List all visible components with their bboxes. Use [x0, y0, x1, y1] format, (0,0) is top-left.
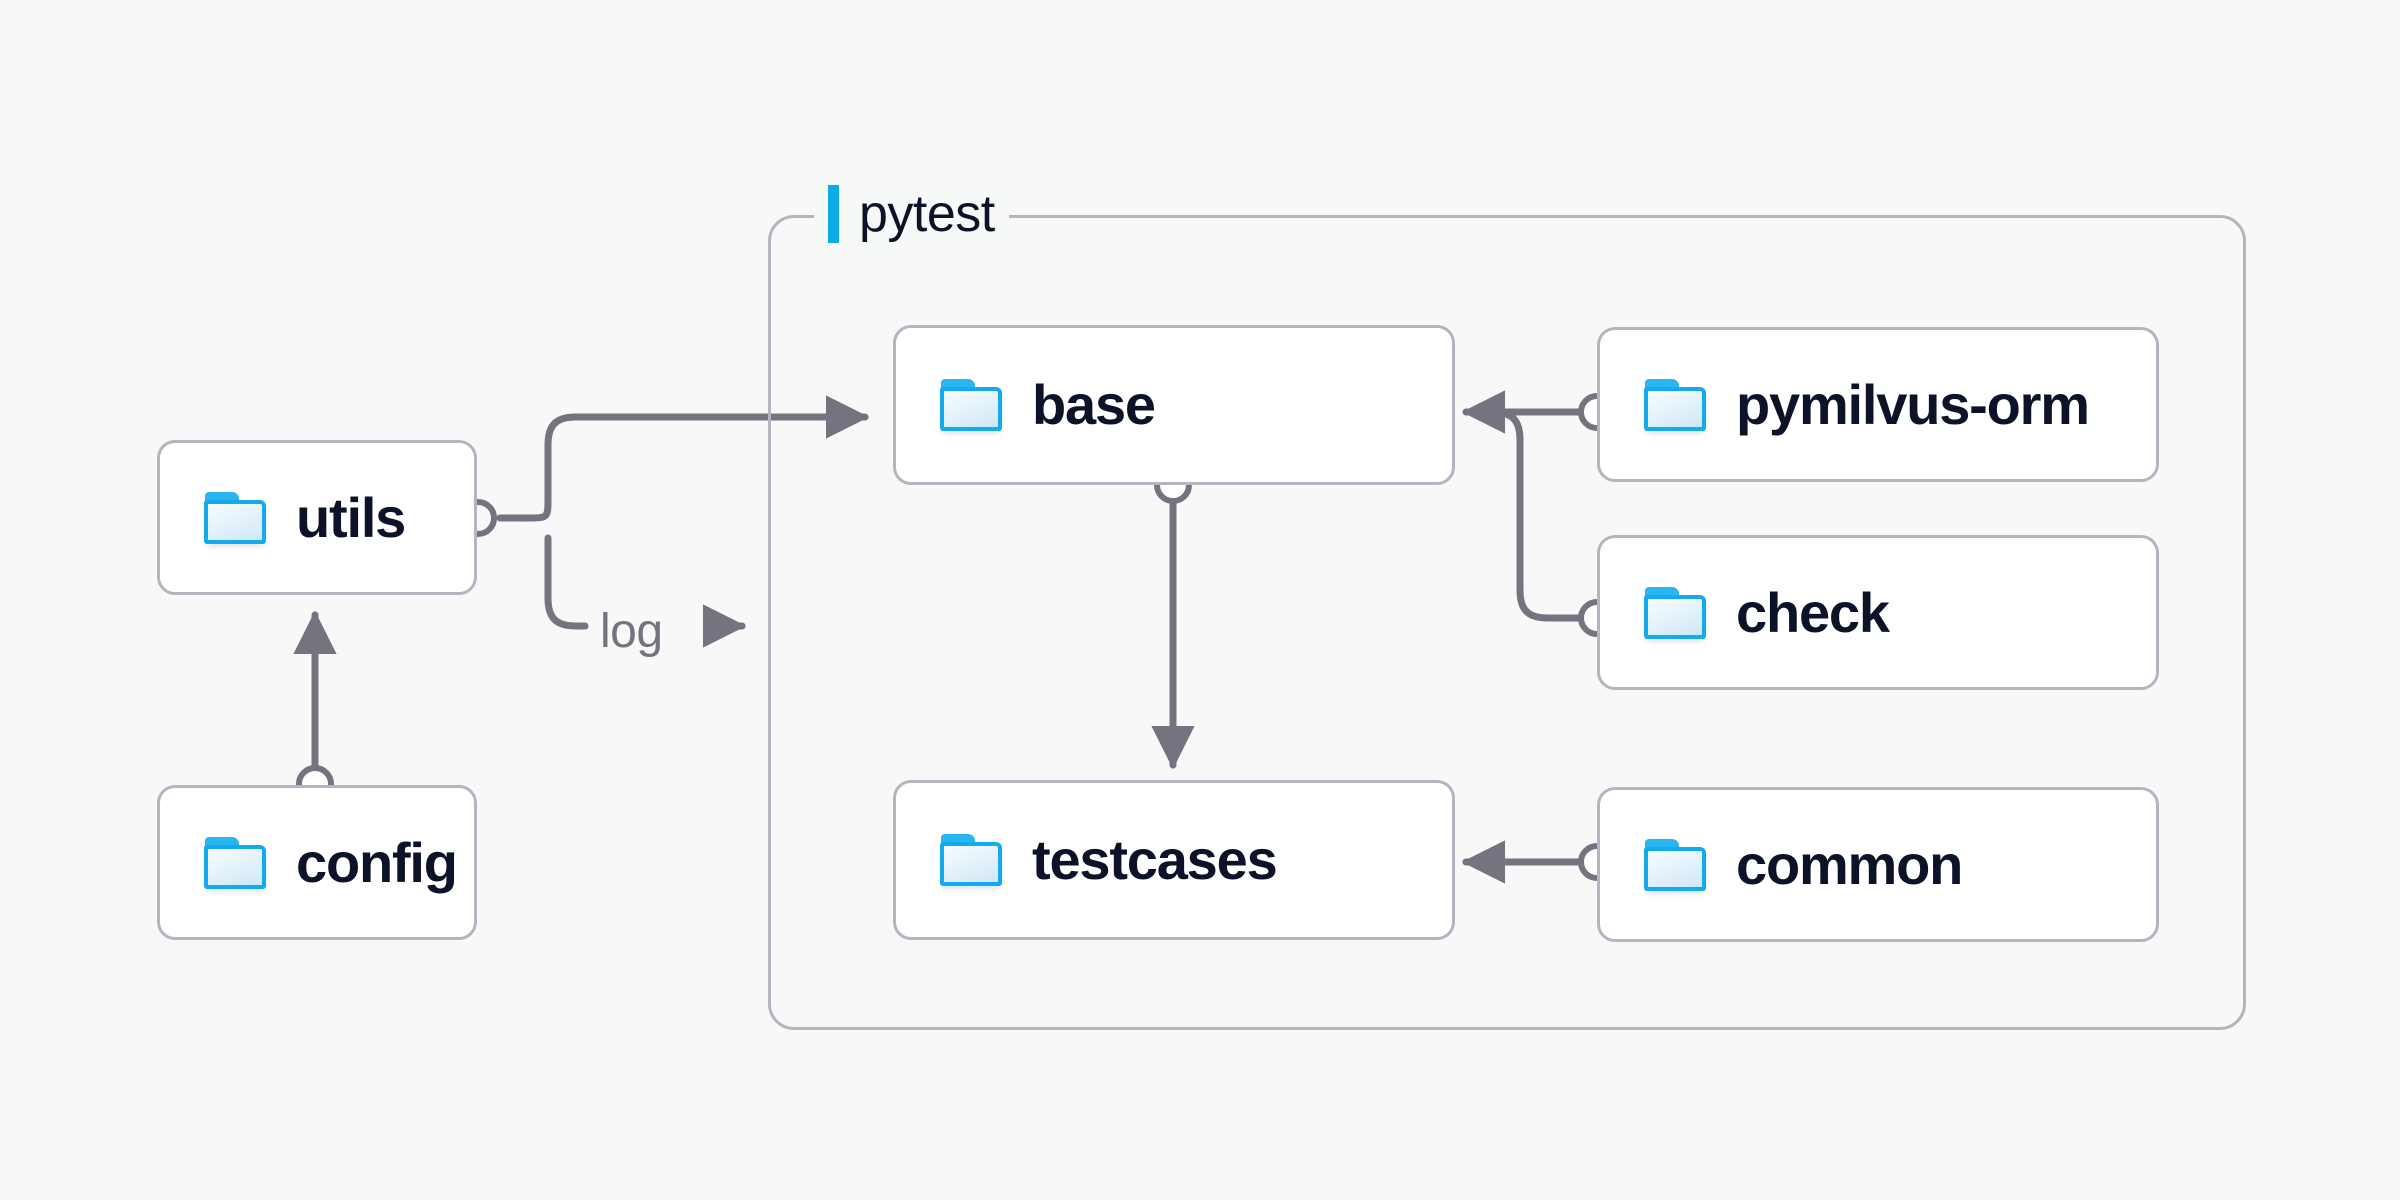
- node-label: utils: [296, 485, 406, 549]
- group-title: pytest: [859, 185, 995, 243]
- folder-body: [940, 842, 1002, 886]
- node-check[interactable]: check: [1597, 535, 2159, 690]
- group-label-pytest: pytest: [814, 184, 1009, 244]
- node-label: config: [296, 830, 458, 894]
- folder-body: [1644, 386, 1706, 431]
- folder-icon: [204, 491, 266, 544]
- node-label: check: [1736, 580, 1890, 644]
- node-label: testcases: [1032, 828, 1278, 891]
- node-utils[interactable]: utils: [157, 440, 477, 595]
- node-pymilvus-orm[interactable]: pymilvus-orm: [1597, 327, 2159, 482]
- folder-icon: [1644, 378, 1706, 431]
- group-container-pytest: [768, 215, 2246, 1030]
- folder-icon: [940, 834, 1002, 886]
- node-config[interactable]: config: [157, 785, 477, 940]
- folder-body: [204, 499, 266, 544]
- folder-body: [204, 844, 266, 889]
- folder-icon: [204, 836, 266, 889]
- accent-bar-icon: [828, 185, 839, 243]
- folder-icon: [940, 379, 1002, 431]
- node-label: common: [1736, 832, 1963, 896]
- folder-icon: [1644, 838, 1706, 891]
- folder-body: [1644, 594, 1706, 639]
- node-common[interactable]: common: [1597, 787, 2159, 942]
- edge-label-log: log: [600, 605, 663, 658]
- node-base[interactable]: base: [893, 325, 1455, 485]
- node-label: base: [1032, 373, 1156, 436]
- folder-icon: [1644, 586, 1706, 639]
- folder-body: [940, 387, 1002, 431]
- node-testcases[interactable]: testcases: [893, 780, 1455, 940]
- folder-body: [1644, 846, 1706, 891]
- node-label: pymilvus-orm: [1736, 372, 2090, 436]
